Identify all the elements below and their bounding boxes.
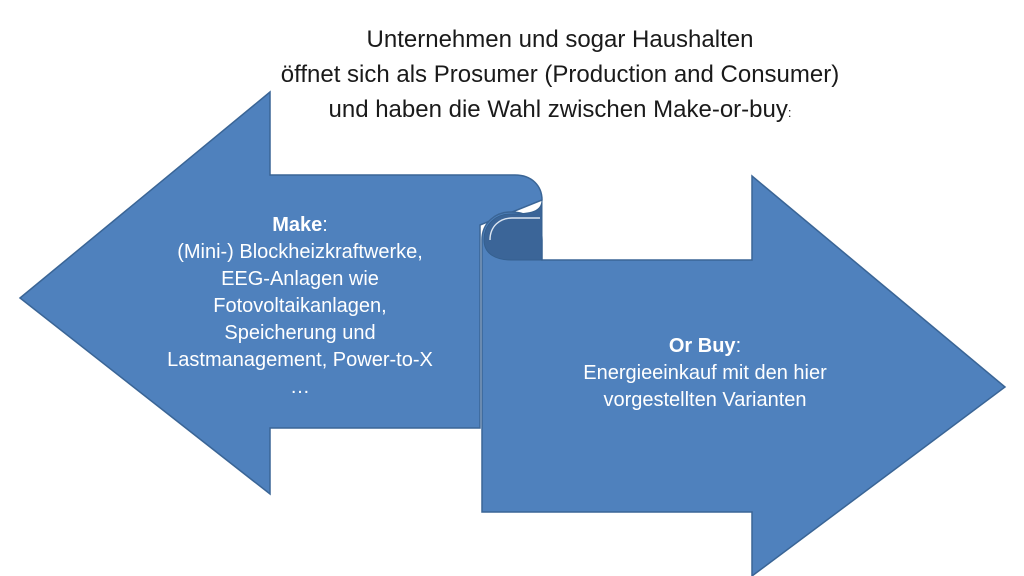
- make-heading-line: Make:: [140, 212, 460, 239]
- make-text-block: Make: (Mini-) Blockheizkraftwerke, EEG-A…: [140, 212, 460, 401]
- buy-line-2: vorgestellten Varianten: [603, 389, 807, 411]
- title-line-3-colon: :: [787, 105, 792, 120]
- buy-heading: Or Buy: [668, 335, 736, 357]
- scroll-curl-highlight: [489, 217, 540, 241]
- scroll-curl: [483, 199, 543, 261]
- buy-heading-colon: :: [735, 335, 742, 357]
- buy-text-block: Or Buy: Energieeinkauf mit den hier vorg…: [540, 333, 870, 414]
- title-line-3-text: und haben die Wahl zwischen Make-or-buy: [328, 96, 788, 123]
- make-line-2: EEG-Anlagen wie: [221, 268, 379, 290]
- make-line-1: (Mini-) Blockheizkraftwerke,: [177, 241, 423, 263]
- title-line-2: öffnet sich als Prosumer (Production and…: [280, 61, 840, 88]
- title-line-3: und haben die Wahl zwischen Make-or-buy:: [150, 92, 970, 130]
- slide-title: Unternehmen und sogar Haushalten öffnet …: [150, 22, 970, 130]
- make-line-5: Lastmanagement, Power-to-X: [167, 349, 433, 371]
- buy-heading-line: Or Buy:: [540, 333, 870, 360]
- title-line-1: Unternehmen und sogar Haushalten: [366, 26, 754, 53]
- make-line-4: Speicherung und: [224, 322, 376, 344]
- make-heading: Make: [272, 214, 323, 236]
- make-line-6: …: [290, 376, 310, 398]
- buy-line-1: Energieeinkauf mit den hier: [583, 362, 827, 384]
- make-arrow: [18, 90, 543, 496]
- make-heading-colon: :: [322, 214, 328, 236]
- make-line-3: Fotovoltaikanlagen,: [213, 295, 387, 317]
